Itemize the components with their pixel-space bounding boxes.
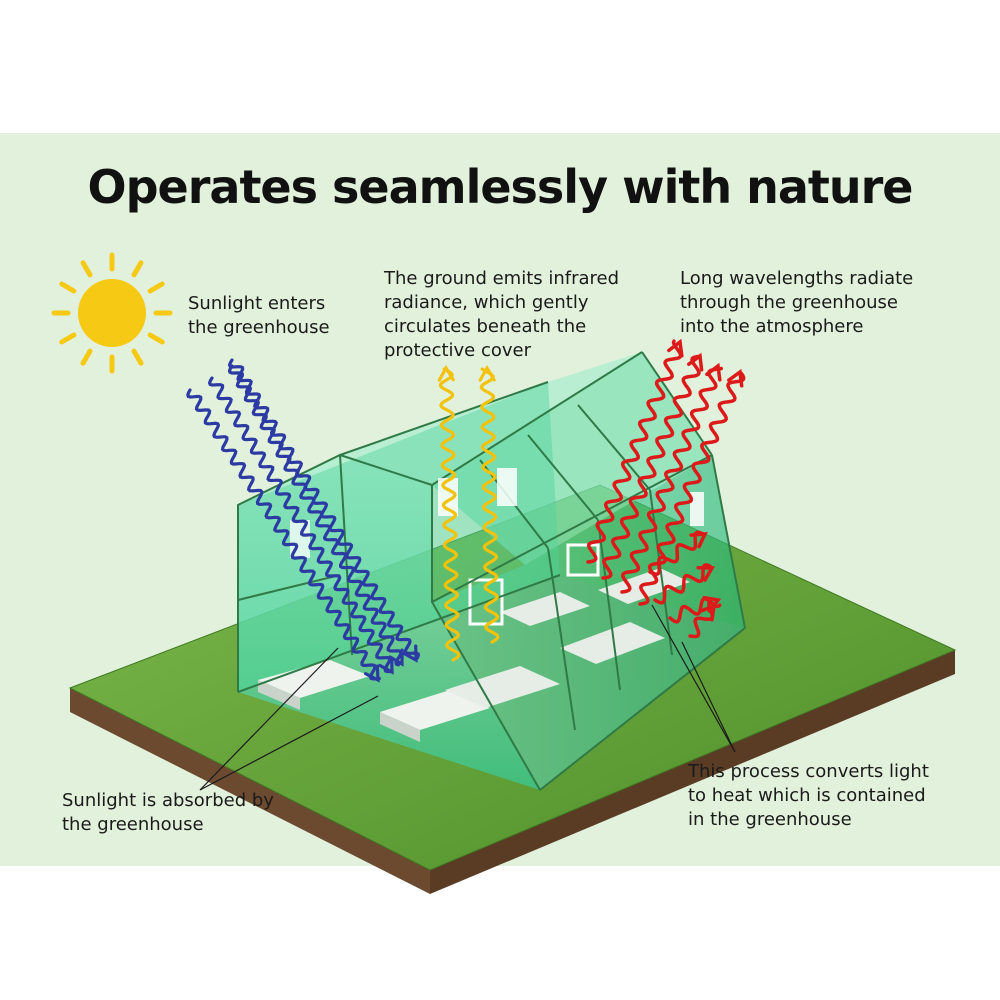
process-pointer-line xyxy=(681,641,736,753)
diagram-title: Operates seamlessly with nature xyxy=(87,160,913,214)
sunlight-wave-arrowhead xyxy=(378,656,394,675)
sunlight-wave-arrowhead xyxy=(402,644,418,663)
sun-ray xyxy=(147,281,165,294)
long-wave-arrowhead xyxy=(699,603,717,622)
long-wave-arrowhead xyxy=(667,338,684,358)
greenhouse-side-wall xyxy=(432,455,745,790)
sunlight-wave xyxy=(227,358,420,660)
sunlight-wave-arrowhead xyxy=(364,664,380,683)
absorbed-pointer-line xyxy=(199,695,379,791)
infrared-wave xyxy=(479,367,500,644)
long-wave xyxy=(668,596,722,624)
sun-ray xyxy=(80,348,93,366)
sunlight-wave xyxy=(207,376,393,674)
sun-icon xyxy=(51,252,173,374)
long-wave-arrowhead xyxy=(727,368,744,388)
long-wave xyxy=(648,530,707,576)
label-process: This process converts light to heat whic… xyxy=(688,761,929,830)
sunlight-wave xyxy=(186,388,381,681)
sunlight-waves xyxy=(186,358,420,683)
long-wavelength-waves xyxy=(586,338,746,639)
long-wave-arrowhead xyxy=(705,362,722,382)
long-wave xyxy=(620,366,723,594)
sun-ray xyxy=(59,281,77,294)
sun-ray xyxy=(131,260,144,278)
label-sunlight-enters: Sunlight enters the greenhouse xyxy=(188,293,330,338)
pointer-lines xyxy=(199,604,736,791)
sun-ray xyxy=(147,332,165,345)
sun-ray xyxy=(131,348,144,366)
infrared-wave-arrowhead xyxy=(478,364,496,382)
sunlight-wave xyxy=(227,364,403,667)
infrared-wave xyxy=(438,367,461,662)
greenhouse-roof xyxy=(432,352,712,565)
absorbed-pointer-line xyxy=(199,647,339,791)
long-wave xyxy=(586,339,683,564)
process-pointer-line xyxy=(651,604,736,753)
long-wave-arrowhead xyxy=(696,566,716,582)
label-ground-emits: The ground emits infrared radiance, whic… xyxy=(384,268,620,361)
long-wave xyxy=(601,354,701,580)
long-wave xyxy=(653,563,712,605)
sunlight-wave-arrowhead xyxy=(388,648,404,667)
long-wave-arrowhead xyxy=(689,532,708,549)
label-absorbed: Sunlight is absorbed by the greenhouse xyxy=(62,790,274,835)
sun-ray xyxy=(80,260,93,278)
sun-ray xyxy=(59,332,77,345)
long-wave-arrowhead xyxy=(687,352,704,372)
label-long-wavelengths: Long wavelengths radiate through the gre… xyxy=(680,268,914,337)
long-wave xyxy=(638,371,746,606)
infrared-waves xyxy=(437,364,500,662)
infrared-wave-arrowhead xyxy=(437,364,455,382)
